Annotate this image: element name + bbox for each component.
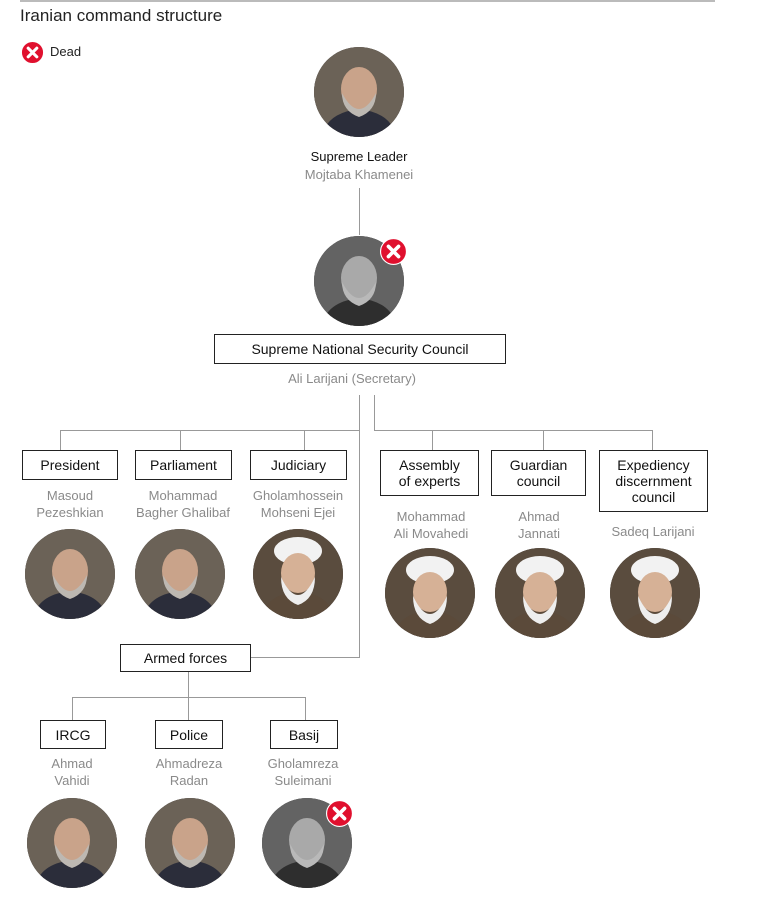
name-line: Ahmad	[51, 756, 93, 771]
name-line: Suleimani	[274, 773, 332, 788]
name-line: Gholamreza	[267, 756, 339, 771]
box-label-line: discernment	[615, 473, 692, 489]
supreme-leader-photo	[314, 47, 404, 137]
connector-line	[359, 395, 360, 658]
supreme-leader-name: Mojtaba Khamenei	[304, 167, 414, 182]
basij-box: Basij	[270, 720, 338, 749]
armed-forces-box: Armed forces	[120, 644, 251, 672]
connector-line	[188, 671, 189, 697]
sadeq-larijani-photo	[610, 548, 700, 638]
connector-line	[60, 430, 61, 450]
name-line: Bagher Ghalibaf	[136, 505, 230, 520]
name-line: Radan	[169, 773, 209, 788]
name-line: Ahmad	[518, 509, 560, 524]
connector-line	[305, 697, 306, 720]
box-label-line: Assembly	[399, 457, 460, 473]
connector-line	[251, 657, 360, 658]
name-line: Jannati	[518, 526, 560, 541]
judiciary-box: Judiciary	[250, 450, 347, 480]
jannati-photo	[495, 548, 585, 638]
name-line: Mohammad	[396, 509, 466, 524]
snsc-box: Supreme National Security Council	[214, 334, 506, 364]
president-box: President	[22, 450, 118, 480]
snsc-secretary-name: Ali Larijani (Secretary)	[288, 371, 416, 386]
ghalibaf-photo	[135, 529, 225, 619]
dead-x-icon	[326, 800, 353, 827]
diagram-title: Iranian command structure	[20, 6, 223, 25]
movahedi-photo	[385, 548, 475, 638]
box-label-line: council	[631, 489, 676, 505]
name-line: Vahidi	[54, 773, 90, 788]
radan-photo	[145, 798, 235, 888]
dead-x-icon	[380, 238, 407, 265]
connector-line	[432, 430, 433, 450]
connector-line	[543, 430, 544, 450]
box-label-line: of experts	[398, 473, 461, 489]
vahidi-photo	[27, 798, 117, 888]
sadeq-larijani-name: Sadeq Larijani	[611, 524, 695, 539]
pezeshkian-photo	[25, 529, 115, 619]
connector-line	[652, 430, 653, 450]
box-label-line: Expediency	[617, 457, 690, 473]
name-line: Masoud	[46, 488, 94, 503]
connector-line	[72, 697, 306, 698]
name-line: Mohammad	[148, 488, 218, 503]
box-label-line: council	[516, 473, 561, 489]
ircg-box: IRCG	[40, 720, 106, 749]
connector-line	[180, 430, 181, 450]
connector-line	[304, 430, 305, 450]
name-line: Pezeshkian	[36, 505, 104, 520]
connector-line	[374, 430, 653, 431]
name-line: Gholamhossein	[252, 488, 344, 503]
connector-line	[374, 395, 375, 431]
parliament-box: Parliament	[135, 450, 232, 480]
connector-line	[188, 697, 189, 720]
dead-x-icon	[21, 41, 44, 64]
connector-line	[72, 697, 73, 720]
connector-line	[60, 430, 360, 431]
supreme-leader-role: Supreme Leader	[310, 149, 408, 164]
top-rule	[20, 0, 715, 2]
name-line: Ali Movahedi	[393, 526, 469, 541]
police-box: Police	[155, 720, 223, 749]
legend-dead-label: Dead	[50, 44, 82, 59]
connector-line	[359, 188, 360, 235]
name-line: Ahmadreza	[155, 756, 223, 771]
ejei-photo	[253, 529, 343, 619]
box-label-line: Guardian	[509, 457, 568, 473]
name-line: Mohseni Ejei	[260, 505, 336, 520]
